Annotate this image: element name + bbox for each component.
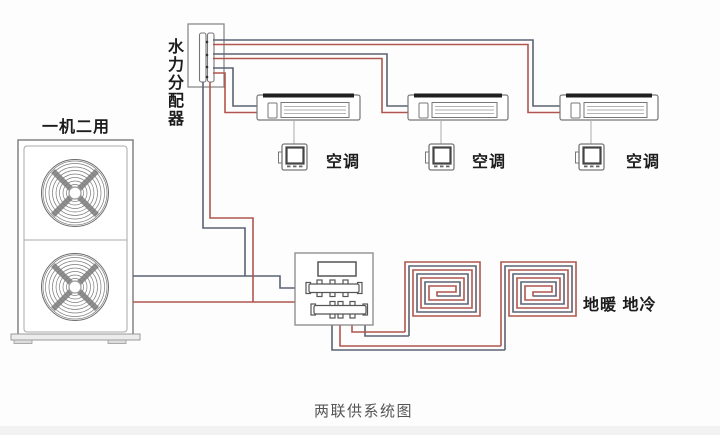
bottom-margin-strip — [0, 426, 720, 435]
fan-bottom — [41, 253, 109, 321]
distributor-label: 水力分配器 — [165, 38, 182, 128]
ac-label-1: 空调 — [326, 154, 361, 171]
thermostat-1 — [278, 143, 308, 171]
ac-label-3: 空调 — [626, 154, 661, 171]
floor-manifold-box — [294, 252, 374, 326]
heat-pump-unit — [10, 139, 141, 344]
heat-pump-base — [10, 333, 141, 344]
fan-coil-unit-2 — [407, 93, 509, 144]
diagram-title: 两联供系统图 — [314, 403, 414, 420]
ac-label-2: 空调 — [472, 154, 507, 171]
fan-coil-unit-1 — [256, 93, 361, 144]
cold-water-pipes — [133, 39, 573, 351]
fan-top — [41, 159, 109, 227]
thermostat-3 — [575, 143, 605, 171]
hydraulic-distributor — [187, 23, 225, 88]
floor-circuits-label: 地暖 地冷 — [583, 297, 657, 314]
fan-coil-unit-3 — [559, 93, 659, 144]
thermostat-2 — [425, 143, 455, 171]
heat-pump-label: 一机二用 — [42, 119, 111, 136]
